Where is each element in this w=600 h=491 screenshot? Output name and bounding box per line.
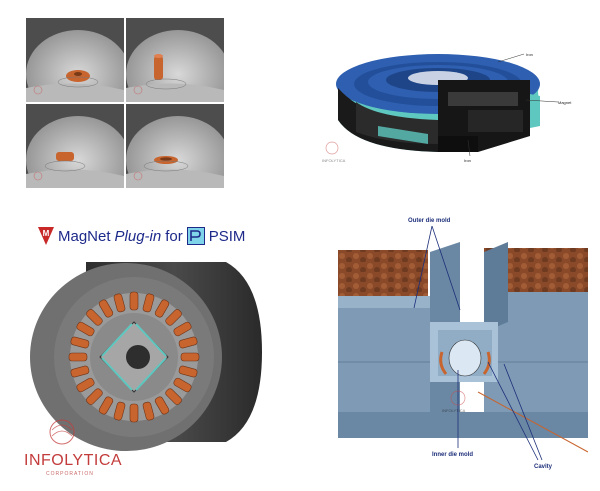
- title-plug-in: Plug-in: [114, 227, 162, 245]
- stator-coil: [142, 293, 155, 313]
- stator-coil: [154, 396, 170, 415]
- stator-coil: [113, 293, 126, 313]
- stator-coil: [178, 365, 198, 378]
- stator-coil: [76, 377, 95, 393]
- psim-logo-icon: [186, 227, 205, 245]
- stator-coil: [76, 321, 95, 337]
- stator-coil: [70, 336, 90, 349]
- svg-text:INFOLYTICA: INFOLYTICA: [442, 408, 466, 413]
- magnet-assembly-panel: Iron Magnet Iron INFOLYTICA: [322, 52, 572, 163]
- stator-coil: [86, 309, 103, 326]
- label-iron-bottom: Iron: [464, 158, 471, 163]
- infolytica-logo-mark: INFOLYTICA: [322, 141, 346, 163]
- stator-coil: [86, 388, 103, 405]
- die-mold-panel: Outer die mold Inner die mold Cavity INF…: [338, 218, 588, 470]
- infolytica-wordmark: INFOLYTICA: [24, 452, 123, 469]
- pipe-coil-grid-panel: [26, 18, 224, 188]
- stator-coil: [98, 299, 114, 318]
- stator-coil: [129, 291, 139, 311]
- stator-coil: [178, 336, 198, 349]
- label-cavity: Cavity: [534, 464, 553, 470]
- stator-coil: [180, 352, 200, 362]
- pipe-view-1: [26, 18, 130, 118]
- magnet-m-logo-icon: M: [38, 227, 54, 245]
- infolytica-logo-mark: [49, 419, 75, 445]
- pipe-view-4: [126, 104, 224, 188]
- stator-coil: [173, 321, 192, 337]
- pipe-view-3: [26, 104, 130, 188]
- infolytica-subtitle: CORPORATION: [46, 471, 94, 477]
- stator-coils: [68, 291, 200, 423]
- label-magnet: Magnet: [558, 100, 572, 105]
- stator-coil: [173, 377, 192, 393]
- stator-coil: [129, 403, 139, 423]
- label-inner-die-mold: Inner die mold: [432, 452, 473, 458]
- stator-coil: [113, 401, 126, 421]
- stator-coil: [165, 309, 182, 326]
- label-outer-die-mold: Outer die mold: [408, 218, 451, 224]
- label-iron-top: Iron: [526, 52, 533, 57]
- stator-coil: [165, 388, 182, 405]
- title-magnet: MagNet: [58, 227, 111, 245]
- stator-coil: [154, 299, 170, 318]
- title-for: for: [165, 227, 183, 245]
- stator-coil: [142, 401, 155, 421]
- motor-stator-panel: [30, 262, 262, 451]
- stator-coil: [70, 365, 90, 378]
- plugin-title: M MagNet Plug-in for PSIM: [38, 224, 245, 248]
- title-psim: PSIM: [208, 227, 246, 245]
- pipe-view-2: [126, 18, 224, 118]
- infolytica-logo-mark: INFOLYTICA: [442, 390, 466, 413]
- svg-text:INFOLYTICA: INFOLYTICA: [322, 158, 346, 163]
- infolytica-logo-mark: [33, 85, 143, 181]
- stator-coil: [98, 396, 114, 415]
- stator-coil: [68, 352, 88, 362]
- svg-text:M: M: [43, 229, 50, 238]
